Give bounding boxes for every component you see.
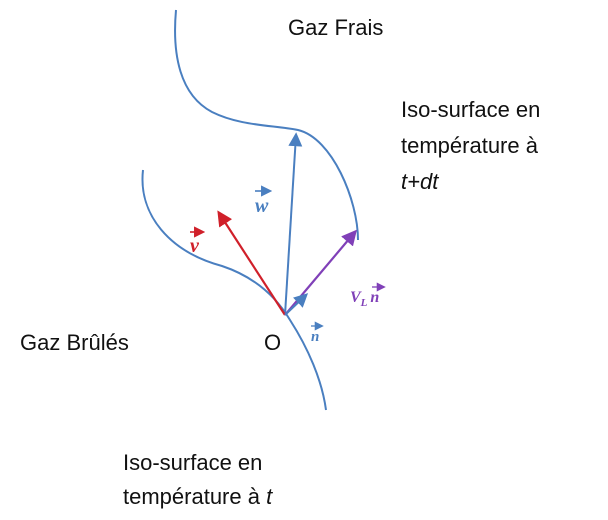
svg-text:w: w xyxy=(255,195,269,217)
iso-surface-now-line2: température à t xyxy=(123,484,273,509)
iso-surface-now-line1: Iso-surface en xyxy=(123,450,262,475)
iso-surface-t-plus-dt-curve xyxy=(174,9,359,241)
iso-surface-next-line3: t+dt xyxy=(401,169,439,194)
iso-surface-next-line1: Iso-surface en xyxy=(401,97,540,122)
vector-n-label: n xyxy=(311,321,324,345)
svg-text:v: v xyxy=(190,235,200,257)
burnt-gas-label: Gaz Brûlés xyxy=(20,330,129,355)
iso-surface-now-t: t xyxy=(266,484,273,509)
vector-vl-n-arrow xyxy=(284,229,357,316)
svg-text:n: n xyxy=(311,329,319,345)
origin-label: O xyxy=(264,330,281,355)
vector-w-arrow xyxy=(284,132,303,316)
iso-surface-t-curve xyxy=(141,169,327,411)
fresh-gas-label: Gaz Frais xyxy=(288,15,383,40)
svg-text:VLn: VLn xyxy=(350,289,379,309)
vector-w-label: w xyxy=(255,185,273,217)
iso-surface-next-line2: température à xyxy=(401,133,539,158)
vector-v-label: v xyxy=(190,226,206,257)
vector-v-arrow xyxy=(217,210,286,316)
vector-n-arrow xyxy=(284,293,309,316)
